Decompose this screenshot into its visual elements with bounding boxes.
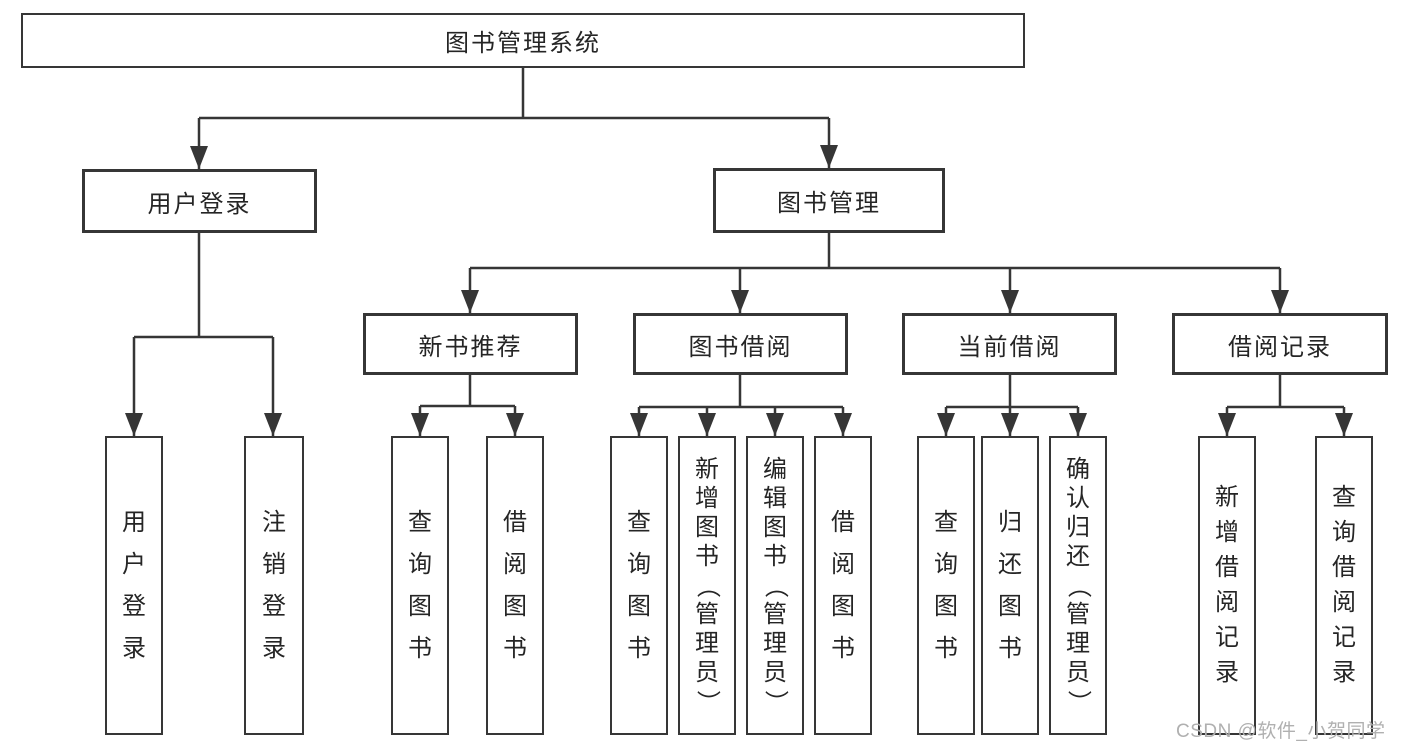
- leaf-edit-book-admin: 编辑图书（管理员）: [746, 436, 804, 735]
- leaf-logout: 注销登录: [244, 436, 304, 735]
- leaf-query-books-borrowing: 查询图书: [610, 436, 668, 735]
- watermark: CSDN @软件_小贺同学: [1176, 721, 1386, 742]
- leaf-user-login: 用户登录: [105, 436, 163, 735]
- node-borrowing-records: 借阅记录: [1172, 313, 1388, 375]
- node-book-borrowing: 图书借阅: [633, 313, 848, 375]
- leaf-return-book: 归还图书: [981, 436, 1039, 735]
- leaf-query-borrow-record: 查询借阅记录: [1315, 436, 1373, 735]
- node-user-login: 用户登录: [82, 169, 317, 233]
- leaf-confirm-return-admin: 确认归还（管理员）: [1049, 436, 1107, 735]
- node-library-system: 图书管理系统: [21, 13, 1025, 68]
- leaf-borrow-books-borrowing: 借阅图书: [814, 436, 872, 735]
- leaf-add-borrow-record: 新增借阅记录: [1198, 436, 1256, 735]
- node-current-borrowing: 当前借阅: [902, 313, 1117, 375]
- node-new-book-recommend: 新书推荐: [363, 313, 578, 375]
- leaf-borrow-books-recommend: 借阅图书: [486, 436, 544, 735]
- leaf-add-book-admin: 新增图书（管理员）: [678, 436, 736, 735]
- leaf-query-books-current: 查询图书: [917, 436, 975, 735]
- leaf-query-books-recommend: 查询图书: [391, 436, 449, 735]
- node-book-management: 图书管理: [713, 168, 945, 233]
